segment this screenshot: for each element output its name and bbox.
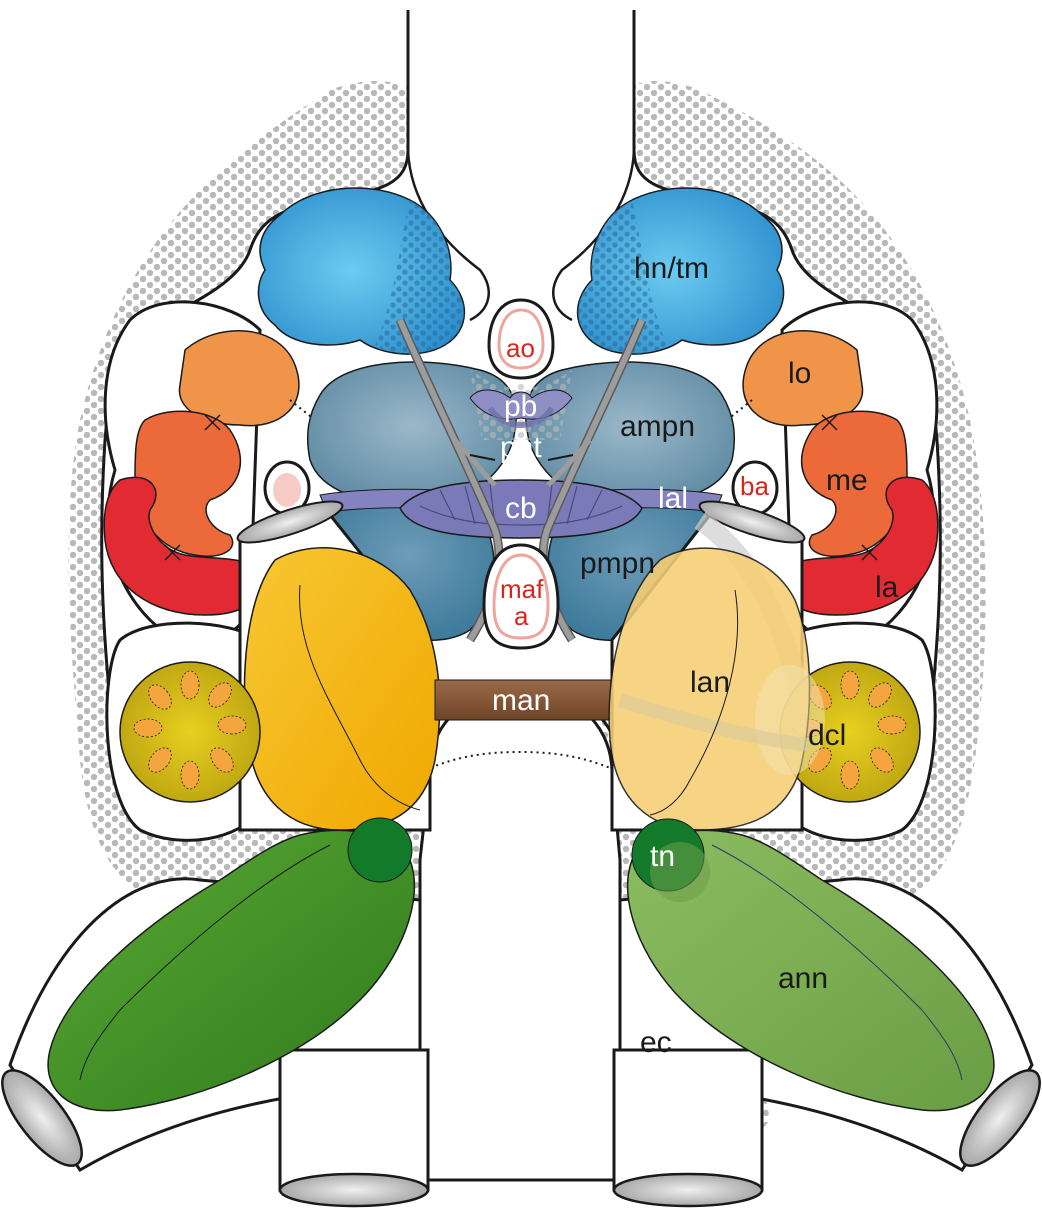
label-ec: ec [640,1026,672,1059]
lo-left [179,331,298,426]
tn-left [348,818,412,882]
label-pb: pb [504,390,537,423]
label-maf: maf [500,574,544,604]
label-ampn: ampn [620,410,695,443]
label-lan: lan [690,666,730,699]
label-lal: lal [658,482,688,515]
label-a: a [514,601,529,631]
label-ann: ann [778,962,828,995]
label-pnt: pnt [500,431,542,464]
label-lo: lo [788,357,811,390]
lan-left [245,548,440,830]
label-me: me [826,464,868,497]
label-ba: ba [740,471,769,501]
label-ao: ao [506,333,535,363]
label-pmpn: pmpn [580,547,655,580]
dcl-left [120,662,260,802]
label-cb: cb [505,492,537,525]
label-tn: tn [650,840,675,873]
label-hn-tm: hn/tm [634,252,709,285]
label-la: la [875,571,899,604]
label-man: man [492,684,550,717]
label-dcl: dcl [808,719,846,752]
